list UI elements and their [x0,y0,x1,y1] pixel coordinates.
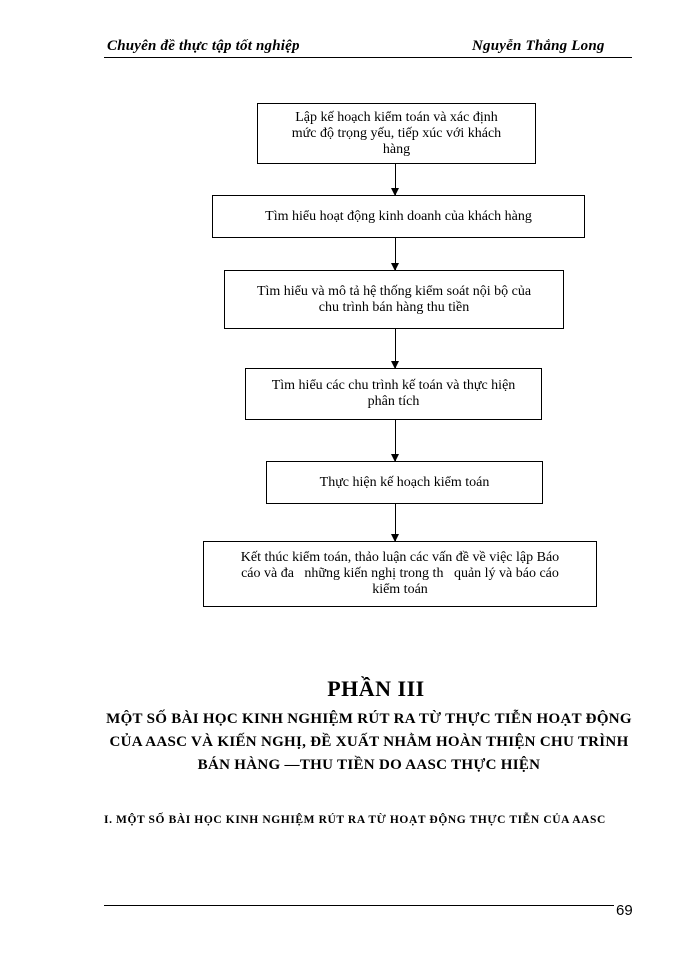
flow-arrow-2 [391,238,399,271]
flow-step-6-line-2: cáo và đa những kiến nghị trong th quản … [241,566,559,581]
flow-step-5: Thực hiện kế hoạch kiểm toán [266,461,543,504]
flow-step-4: Tìm hiểu các chu trình kế toán và thực h… [245,368,542,420]
flow-step-3-line-1: Tìm hiểu và mô tả hệ thống kiểm soát nội… [256,283,532,299]
flow-step-1: Lập kế hoạch kiểm toán và xác định mức đ… [257,103,536,164]
flow-step-6-line-1: Kết thúc kiểm toán, thảo luận các vấn đề… [240,550,560,565]
section-title: I. MỘT SỐ BÀI HỌC KINH NGHIỆM RÚT RA TỪ … [104,814,606,826]
part-subtitle: MỘT SỐ BÀI HỌC KINH NGHIỆM RÚT RA TỪ THỰ… [106,711,632,773]
flow-step-4-line-1: Tìm hiểu các chu trình kế toán và thực h… [271,378,516,393]
header-rule [104,57,632,58]
flow-step-2-line-1: Tìm hiểu hoạt động kinh doanh của khách … [265,208,532,224]
flow-step-1-line-2: mức độ trọng yếu, tiếp xúc với khách [291,125,502,141]
flow-step-3: Tìm hiểu và mô tả hệ thống kiểm soát nội… [224,270,564,329]
flow-step-6: Kết thúc kiểm toán, thảo luận các vấn đề… [203,541,597,607]
flow-arrow-4 [391,420,399,462]
flow-arrow-3 [391,329,399,369]
flow-arrow-5 [391,504,399,542]
flow-step-5-line-1: Thực hiện kế hoạch kiểm toán [319,474,490,490]
header-right-text: Nguyễn Thắng Long [472,38,605,54]
flow-step-2: Tìm hiểu hoạt động kinh doanh của khách … [212,195,585,238]
part-title: PHẦN III [327,676,425,701]
flow-step-4-line-2: phân tích [367,394,420,409]
flow-arrow-1 [391,164,399,196]
page-number: 69 [616,902,633,919]
header-left-text: Chuyên đề thực tập tốt nghiệp [107,38,300,54]
flow-step-3-line-2: chu trình bán hàng thu tiền [318,299,470,315]
flow-step-1-line-1: Lập kế hoạch kiểm toán và xác định [295,109,498,125]
footer-rule [104,905,614,906]
flow-step-6-line-3: kiểm toán [372,582,428,597]
flow-step-1-line-3: hàng [382,141,411,157]
